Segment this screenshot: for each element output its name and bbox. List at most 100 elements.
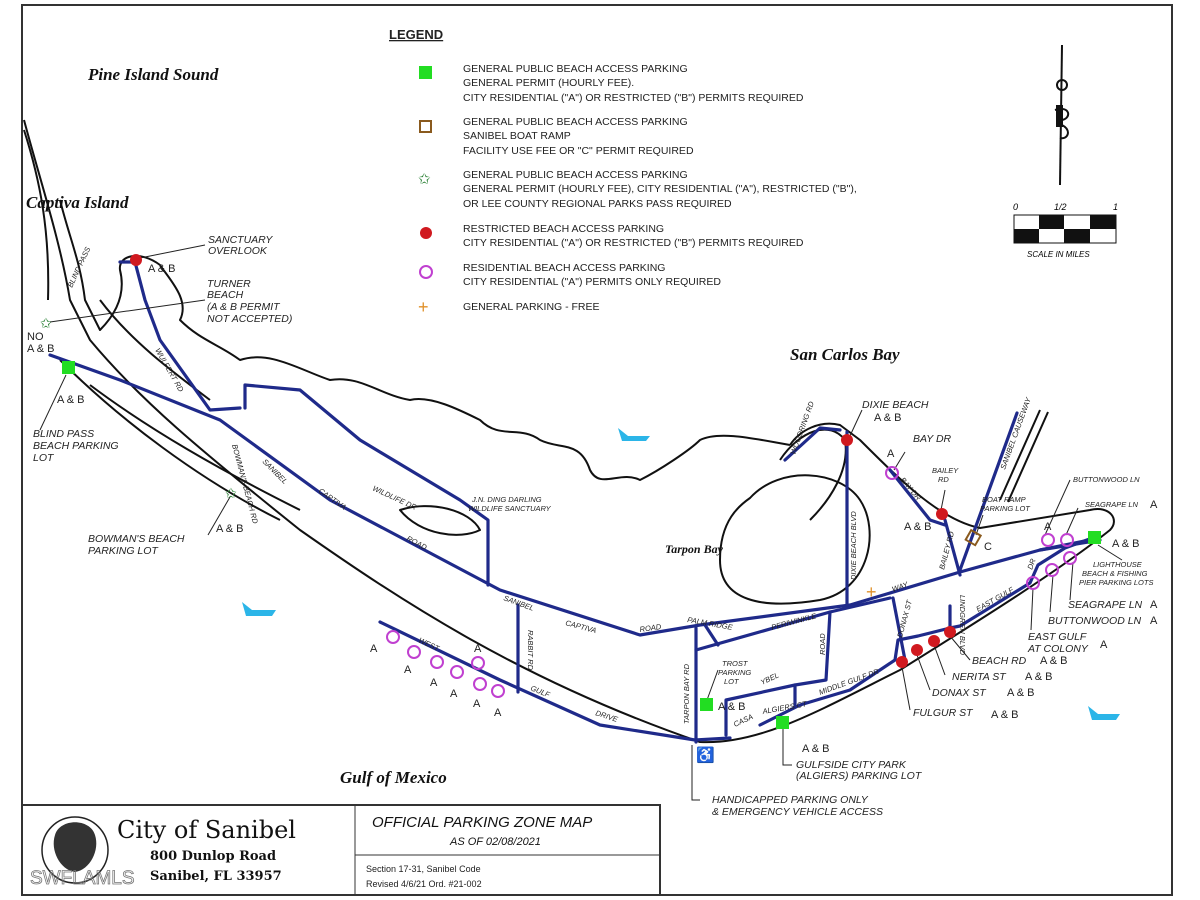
legend-purple-circle-icon <box>419 265 433 279</box>
city-state-zip: Sanibel, FL 33957 <box>150 869 282 884</box>
permit-label: A & B <box>1025 671 1053 683</box>
place-label: HANDICAPPED PARKING ONLY <box>712 794 869 806</box>
road-label: WILDLIFE DR <box>371 484 418 512</box>
purple-circle-marker-seagrape-n[interactable] <box>1060 533 1074 547</box>
green-square-marker-blind-pass[interactable] <box>62 361 75 374</box>
permit-label: A <box>450 688 458 700</box>
road-label: ROAD <box>818 633 827 655</box>
scale-tick: 0 <box>1013 202 1018 212</box>
permit-label: A <box>370 643 378 655</box>
road-woodring <box>783 426 842 462</box>
legend-orange-plus-icon: + <box>418 297 429 317</box>
place-label: (A & B PERMIT <box>207 301 281 313</box>
purple-circle-marker-buttonwood-s[interactable] <box>1045 563 1059 577</box>
green-star-marker-bowmans[interactable]: ✩ <box>225 485 237 501</box>
coastline <box>23 119 1115 744</box>
purple-circle-marker-bay-dr[interactable] <box>885 466 899 480</box>
road-label: DR <box>1025 557 1037 571</box>
place-label: LOT <box>724 677 740 686</box>
place-label: PARKING LOT <box>88 545 159 557</box>
place-label: PARKING <box>718 668 751 677</box>
place-label: FULGUR ST <box>913 707 974 719</box>
purple-circle-marker-east-gulf-colony[interactable] <box>1026 576 1040 590</box>
permit-label: A <box>474 643 482 655</box>
permit-label: A & B <box>874 412 902 424</box>
road-donax <box>891 596 907 662</box>
permit-label: A & B <box>1007 687 1035 699</box>
red-circle-marker-fulgur[interactable] <box>896 656 908 668</box>
brown-square-marker-boat-ramp[interactable] <box>964 528 983 547</box>
purple-circle-marker[interactable] <box>473 677 487 691</box>
handicapped-icon: ♿ <box>696 746 715 764</box>
place-label: TURNER <box>207 278 251 290</box>
orange-plus-marker[interactable]: + <box>866 582 877 602</box>
water-label-captiva-island: Captiva Island <box>26 193 129 212</box>
place-label: BLIND PASS <box>33 428 94 440</box>
place-label: DIXIE BEACH <box>862 399 929 411</box>
permit-label: A <box>1150 599 1158 611</box>
legend-text: GENERAL PUBLIC BEACH ACCESS PARKING <box>463 63 688 75</box>
permit-label: C <box>984 541 992 553</box>
green-star-marker-turner-beach[interactable]: ✩ <box>40 315 52 331</box>
legend-text: GENERAL PARKING - FREE <box>463 301 600 313</box>
boat-icon <box>242 602 276 616</box>
permit-label: A & B <box>718 701 746 713</box>
red-circle-marker-beach-rd[interactable] <box>944 626 956 638</box>
red-circle-marker-bailey-rd[interactable] <box>936 508 948 520</box>
water-label-gulf-of-mexico: Gulf of Mexico <box>340 768 447 787</box>
road-label: YBEL <box>759 671 780 687</box>
place-label: NOT ACCEPTED) <box>207 313 292 325</box>
place-label: BEACH PARKING <box>33 440 119 452</box>
purple-circle-marker[interactable] <box>471 656 485 670</box>
legend-red-circle-icon <box>420 227 432 239</box>
purple-circle-marker[interactable] <box>430 655 444 669</box>
purple-circle-marker[interactable] <box>386 630 400 644</box>
road-bailey <box>943 518 962 577</box>
place-label: PIER PARKING LOTS <box>1079 578 1153 587</box>
legend-text: CITY RESIDENTIAL ("A") OR RESTRICTED ("B… <box>463 92 804 104</box>
permit-label: A <box>494 707 502 719</box>
road-label: RABBIT RD <box>526 630 535 671</box>
north-arrow-icon <box>1054 44 1070 186</box>
place-label: BAILEY <box>932 466 959 475</box>
boat-icon <box>1088 706 1120 720</box>
permit-label: A & B <box>57 394 85 406</box>
purple-circle-marker-buttonwood-n[interactable] <box>1041 533 1055 547</box>
purple-circle-markers <box>386 466 1077 698</box>
legend-text: RESIDENTIAL BEACH ACCESS PARKING <box>463 262 665 274</box>
permit-label: A & B <box>148 263 176 275</box>
red-circle-marker-donax[interactable] <box>911 644 923 656</box>
legend: LEGEND GENERAL PUBLIC BEACH ACCESS PARKI… <box>389 27 857 317</box>
purple-circle-marker-seagrape-s[interactable] <box>1063 551 1077 565</box>
purple-circle-marker[interactable] <box>491 684 505 698</box>
code-reference: Section 17-31, Sanibel Code <box>366 864 481 874</box>
green-square-marker-trost[interactable] <box>700 698 713 711</box>
place-label-ding-darling: J.N. DING DARLING <box>471 495 542 504</box>
permit-label: A <box>473 698 481 710</box>
legend-text: SANIBEL BOAT RAMP <box>463 130 571 142</box>
water-label-tarpon-bay: Tarpon Bay <box>665 542 724 556</box>
road-sanibel-captiva <box>48 353 1102 637</box>
place-label: BEACH RD <box>972 655 1027 667</box>
green-square-marker-gulfside[interactable] <box>776 716 789 729</box>
red-circle-marker-dixie-beach[interactable] <box>841 434 853 446</box>
place-label: LIGHTHOUSE <box>1093 560 1143 569</box>
permit-label: A & B <box>216 523 244 535</box>
water-label-san-carlos-bay: San Carlos Bay <box>790 345 900 364</box>
legend-text: CITY RESIDENTIAL ("A") PERMITS ONLY REQU… <box>463 276 721 288</box>
city-name: City of Sanibel <box>117 816 296 844</box>
place-label: BOAT RAMP <box>982 495 1026 504</box>
green-square-marker-lighthouse[interactable] <box>1088 531 1101 544</box>
red-circle-marker-nerita[interactable] <box>928 635 940 647</box>
road-label: CAPTIVA <box>317 486 348 512</box>
purple-circle-marker[interactable] <box>450 665 464 679</box>
legend-text: FACILITY USE FEE OR "C" PERMIT REQUIRED <box>463 145 694 157</box>
road-ybel-casa <box>724 683 797 737</box>
scale-caption: SCALE IN MILES <box>1027 250 1090 259</box>
boat-icon <box>618 428 650 441</box>
road-label: LINDGREN BLVD <box>958 595 967 656</box>
leader-lines <box>39 244 1123 801</box>
red-circle-marker-sanctuary-overlook[interactable] <box>130 254 142 266</box>
purple-circle-marker[interactable] <box>407 645 421 659</box>
place-label: BUTTONWOOD LN <box>1073 475 1140 484</box>
